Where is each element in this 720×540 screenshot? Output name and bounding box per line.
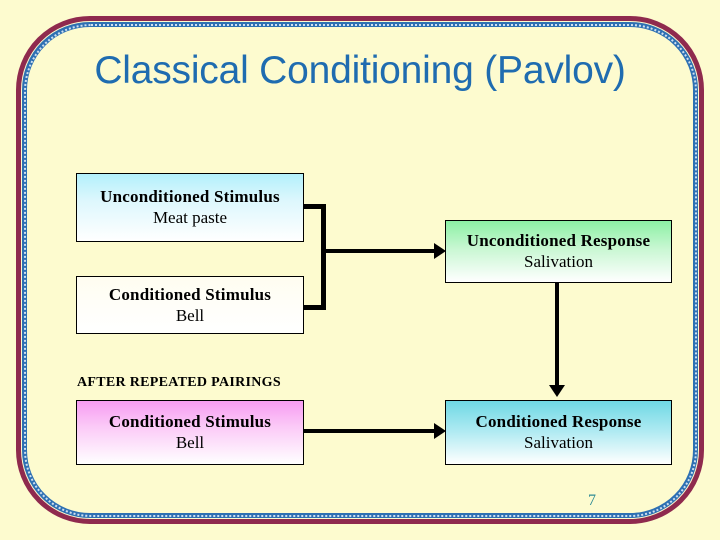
box-conditioned-stimulus: Conditioned Stimulus Bell xyxy=(76,276,304,334)
box-title: Conditioned Stimulus xyxy=(108,284,272,304)
arrow-conditioned-stimulus-to-response-line xyxy=(304,429,437,433)
box-subtitle: Bell xyxy=(175,305,205,325)
box-unconditioned-stimulus: Unconditioned Stimulus Meat paste xyxy=(76,173,304,242)
box-subtitle: Meat paste xyxy=(152,208,228,227)
page-number: 7 xyxy=(588,492,596,509)
box-subtitle: Salivation xyxy=(524,433,593,452)
box-title: Unconditioned Stimulus xyxy=(100,187,280,206)
box-title: Unconditioned Response xyxy=(466,231,651,250)
arrow-conditioned-stimulus-to-response-head xyxy=(434,423,446,439)
arrow-to-unconditioned-response-line xyxy=(326,249,437,253)
bracket-top-stub xyxy=(304,204,326,209)
page-title: Classical Conditioning (Pavlov) xyxy=(94,49,626,92)
bracket-bottom-stub xyxy=(304,305,326,310)
box-title: Conditioned Response xyxy=(475,412,642,431)
box-subtitle: Bell xyxy=(175,433,205,452)
bracket-spine xyxy=(321,204,326,310)
arrow-to-conditioned-response-vertical-line xyxy=(555,283,559,387)
box-conditioned-stimulus-after-pairings: Conditioned Stimulus Bell xyxy=(76,400,304,465)
arrow-to-conditioned-response-vertical-head xyxy=(549,385,565,397)
arrow-to-unconditioned-response-head xyxy=(434,243,446,259)
box-conditioned-response: Conditioned Response Salivation xyxy=(445,400,672,465)
box-subtitle: Salivation xyxy=(524,252,593,271)
box-unconditioned-response: Unconditioned Response Salivation xyxy=(445,220,672,283)
box-title: Conditioned Stimulus xyxy=(108,412,272,431)
after-repeated-pairings-caption: AFTER REPEATED PAIRINGS xyxy=(77,375,281,390)
